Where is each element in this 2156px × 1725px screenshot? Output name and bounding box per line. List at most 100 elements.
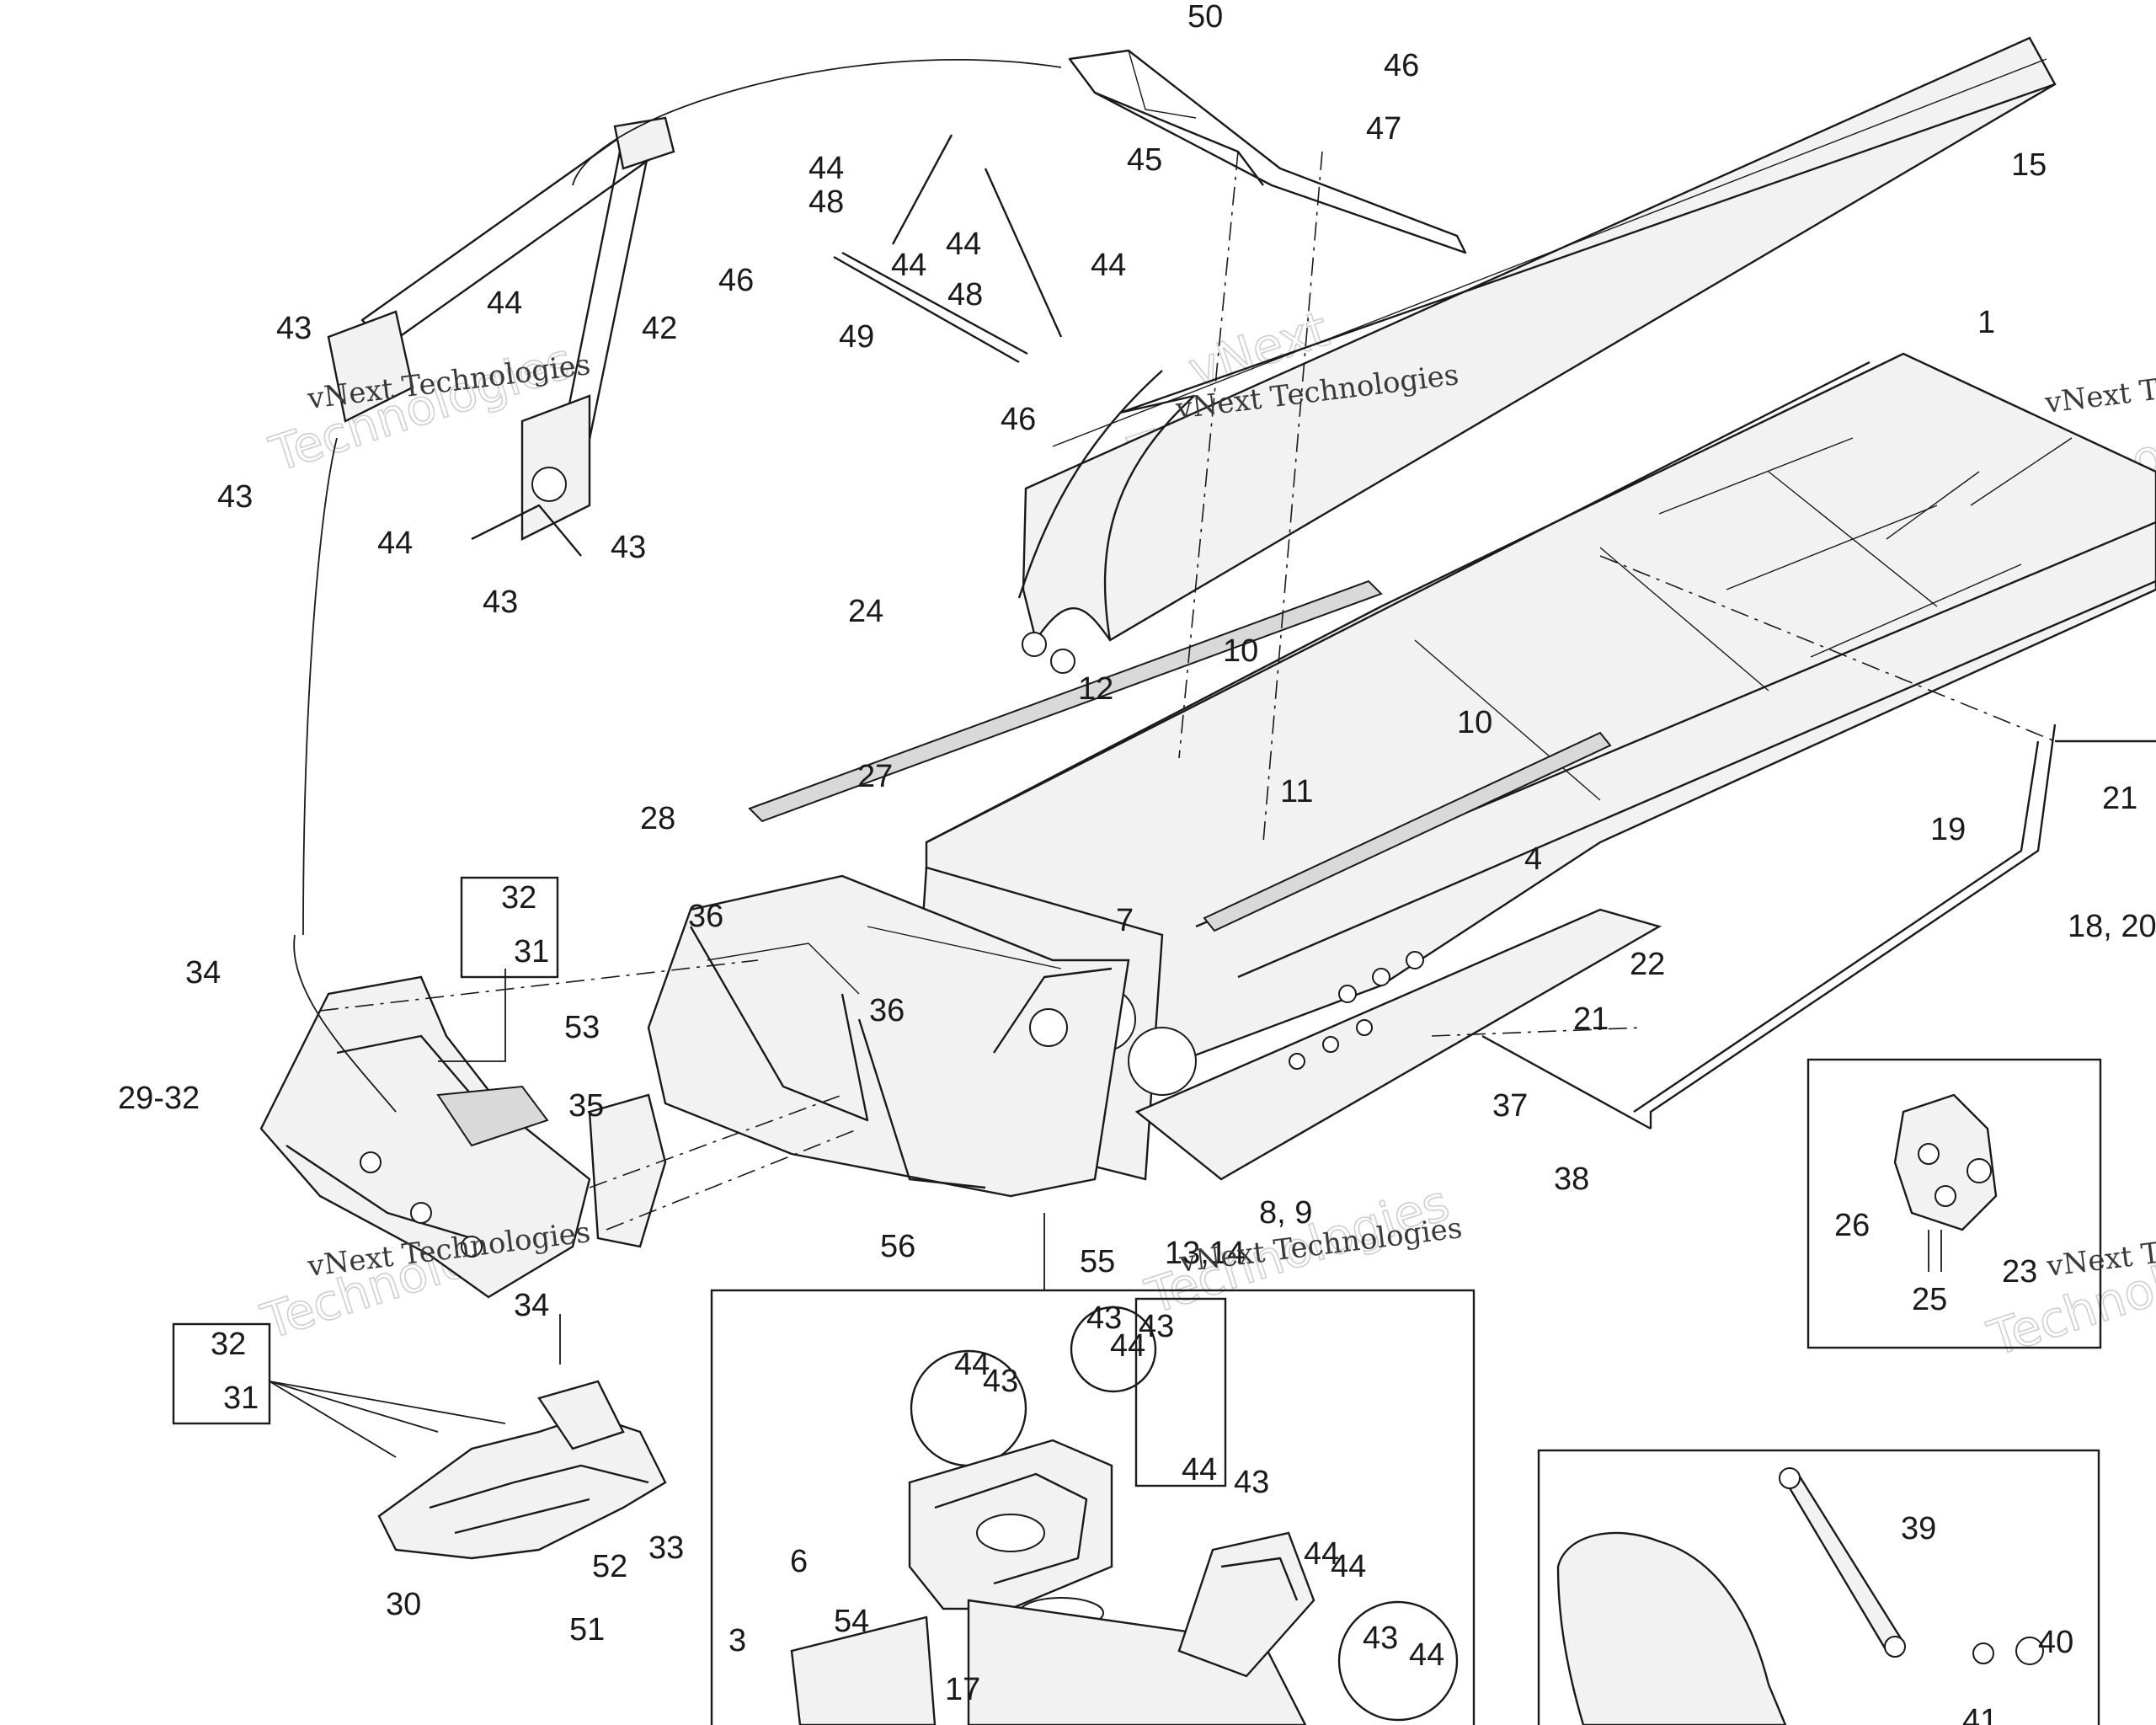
- callout-46: 46: [1001, 402, 1036, 437]
- callout-4: 4: [1524, 841, 1542, 877]
- callout-10: 10: [1457, 705, 1492, 740]
- callout-24: 24: [848, 594, 883, 629]
- inset-frames: [172, 876, 2102, 1725]
- watermark-ghost-technologies: Technologies: [1981, 1216, 2156, 1368]
- callout-56: 56: [880, 1229, 915, 1264]
- callout-labels: 1 3 4 6 7 8, 9 10 10 11 12 13,14 15 17 1…: [118, 0, 2156, 1725]
- callout-44: 44: [1409, 1637, 1444, 1673]
- callout-43: 43: [276, 311, 312, 346]
- inset-frame-32-31-bottom: [172, 1322, 271, 1425]
- callout-36: 36: [869, 993, 905, 1028]
- callout-32: 32: [501, 880, 536, 916]
- callout-47: 47: [1366, 111, 1401, 147]
- inset-frame-front-frame: [710, 1289, 1476, 1725]
- callout-44: 44: [1304, 1536, 1339, 1572]
- callout-40: 40: [2038, 1625, 2073, 1660]
- inset-frame-43-44: [1134, 1297, 1227, 1487]
- callout-49: 49: [839, 319, 874, 355]
- callout-44: 44: [1110, 1328, 1145, 1364]
- callout-50: 50: [1187, 0, 1223, 35]
- part-steering-support: [327, 58, 1062, 557]
- callout-23: 23: [2002, 1254, 2037, 1290]
- callout-43: 43: [217, 479, 253, 515]
- callout-34: 34: [185, 955, 221, 991]
- callout-48: 48: [808, 184, 844, 220]
- callout-43: 43: [483, 585, 518, 620]
- callout-55: 55: [1080, 1244, 1115, 1279]
- part-front-frame: [647, 874, 1130, 1198]
- part-steering-brace: [833, 49, 1467, 364]
- callout-29-32: 29-32: [118, 1081, 200, 1116]
- callout-35: 35: [568, 1088, 604, 1124]
- callout-21: 21: [2102, 781, 2137, 816]
- callout-30: 30: [386, 1587, 421, 1622]
- callout-48: 48: [947, 277, 983, 312]
- callout-8-9: 8, 9: [1259, 1195, 1312, 1231]
- part-front-bracket-29-32: [259, 975, 667, 1299]
- callout-3: 3: [728, 1623, 746, 1658]
- inset-frame-link: [1537, 1449, 2100, 1725]
- callout-37: 37: [1492, 1088, 1528, 1124]
- callout-34: 34: [514, 1288, 549, 1323]
- callout-18-20: 18, 20: [2068, 909, 2156, 944]
- callout-46: 46: [718, 263, 754, 298]
- callout-44: 44: [1331, 1549, 1366, 1584]
- callout-44: 44: [377, 526, 413, 561]
- callout-38: 38: [1554, 1162, 1589, 1197]
- inset-frame-32-31-top: [460, 876, 559, 979]
- callout-10: 10: [1223, 633, 1258, 669]
- detail-circle-43-44-bottom: [1337, 1600, 1459, 1722]
- callout-44: 44: [487, 286, 522, 321]
- part-front-frame-inset: [790, 1439, 1315, 1725]
- callout-44: 44: [1091, 248, 1126, 283]
- callout-44: 44: [891, 248, 926, 283]
- callout-15: 15: [2011, 147, 2047, 183]
- callout-43: 43: [1234, 1465, 1269, 1500]
- callout-6: 6: [790, 1544, 808, 1579]
- callout-32: 32: [211, 1327, 246, 1362]
- part-rear-bumper: [1481, 724, 2156, 1130]
- callout-43: 43: [983, 1364, 1018, 1399]
- callout-25: 25: [1912, 1282, 1947, 1317]
- part-bracket-inset: [1893, 1093, 1998, 1272]
- callout-36: 36: [688, 899, 723, 934]
- callout-19: 19: [1930, 812, 1966, 847]
- callout-39: 39: [1901, 1511, 1936, 1546]
- callout-45: 45: [1127, 142, 1162, 178]
- callout-22: 22: [1630, 947, 1665, 982]
- callout-43: 43: [1363, 1621, 1398, 1656]
- callout-31: 31: [223, 1381, 259, 1416]
- callout-51: 51: [569, 1612, 605, 1648]
- callout-44: 44: [808, 151, 844, 186]
- callout-33: 33: [648, 1530, 684, 1566]
- callout-13-14: 13,14: [1165, 1236, 1245, 1271]
- callout-27: 27: [857, 759, 893, 794]
- callout-42: 42: [642, 311, 677, 346]
- callout-28: 28: [640, 801, 675, 836]
- inset-frame-bracket: [1806, 1058, 2102, 1349]
- callout-44: 44: [1182, 1452, 1217, 1487]
- detail-circle-43-44-top: [1070, 1306, 1157, 1393]
- callout-12: 12: [1078, 671, 1113, 707]
- callout-43: 43: [1086, 1300, 1122, 1336]
- part-lower-bracket-30: [377, 1380, 667, 1560]
- callout-44: 44: [954, 1347, 990, 1382]
- callout-17: 17: [945, 1672, 980, 1707]
- callout-26: 26: [1834, 1208, 1870, 1243]
- callout-52: 52: [592, 1549, 627, 1584]
- callout-44: 44: [946, 227, 981, 262]
- leader-lines: [269, 151, 2056, 1458]
- callout-54: 54: [834, 1604, 869, 1639]
- callout-7: 7: [1116, 903, 1134, 938]
- callout-43: 43: [611, 530, 646, 565]
- watermark-text: vNext Technologies: [2042, 352, 2156, 420]
- callout-21: 21: [1573, 1001, 1609, 1037]
- callout-43: 43: [1139, 1309, 1174, 1344]
- callout-1: 1: [1977, 305, 1995, 340]
- callout-31: 31: [514, 934, 549, 969]
- part-link-inset: [1556, 1467, 2044, 1725]
- callout-11: 11: [1280, 774, 1313, 809]
- part-tunnel-cover: [1017, 36, 2057, 674]
